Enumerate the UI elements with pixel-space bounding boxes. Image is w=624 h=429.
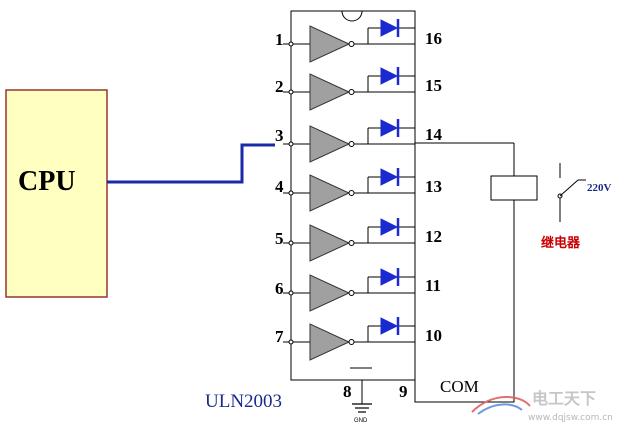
input-pin-5 [288, 240, 294, 246]
pin-label-15: 15 [425, 76, 442, 95]
watermark-url: www.dqjsw.com.cn [528, 413, 613, 423]
watermark-cn: 电工天下 [532, 389, 596, 408]
pin-label-7: 7 [275, 327, 284, 346]
input-pin-3 [288, 141, 294, 147]
buffer-triangle-3 [309, 125, 351, 163]
uln2003-chip [283, 10, 416, 381]
inverter-bubble-1 [348, 41, 355, 47]
diode-icon-7 [380, 317, 399, 335]
driver-channels [283, 19, 416, 380]
pin-label-16: 16 [425, 29, 442, 48]
relay-voltage: 220V [587, 182, 612, 194]
buffer-triangle-1 [309, 25, 351, 63]
relay-label: 继电器 [541, 235, 581, 251]
relay-coil [490, 175, 538, 201]
diode-icon-3 [380, 119, 399, 137]
watermark-logo-icon [471, 395, 531, 415]
left-pin-labels: 1 2 3 4 5 6 7 [275, 30, 284, 346]
buffer-triangle-6 [309, 274, 351, 312]
diode-icon-6 [380, 268, 399, 286]
cpu-label: CPU [18, 166, 76, 197]
right-pin-labels: 16 15 14 13 12 11 10 [425, 29, 443, 345]
input-pin-4 [288, 190, 294, 196]
relay-switch-icon [557, 163, 586, 222]
buffer-triangle-5 [309, 224, 351, 262]
pin-label-12: 12 [425, 227, 442, 246]
ground-icon [352, 403, 372, 413]
pin-label-14: 14 [425, 125, 443, 144]
inverter-bubble-6 [348, 290, 355, 296]
pin-label-10: 10 [425, 326, 442, 345]
site-watermark: 电工天下 www.dqjsw.com.cn [471, 389, 613, 423]
gnd-label: GND [354, 418, 368, 424]
buffer-triangle-4 [309, 174, 351, 212]
pin-label-13: 13 [425, 177, 442, 196]
pin-label-6: 6 [275, 279, 284, 298]
buffer-triangle-2 [309, 73, 351, 111]
inverter-bubble-5 [348, 240, 355, 246]
input-pin-2 [288, 89, 294, 95]
chip-name: ULN2003 [205, 391, 282, 412]
input-pin-6 [288, 290, 294, 296]
inverter-bubble-7 [348, 339, 355, 345]
pin-label-5: 5 [275, 229, 284, 248]
inverter-bubble-2 [348, 89, 355, 95]
diode-icon-1 [380, 19, 399, 37]
input-pin-7 [288, 339, 294, 345]
pin-8-gnd: 8 GND [343, 367, 372, 424]
buffer-triangle-7 [309, 323, 351, 361]
inverter-bubble-4 [348, 190, 355, 196]
relay-circuit: 220V 继电器 [415, 142, 612, 251]
chip-notch [341, 10, 363, 22]
cpu-block: CPU [5, 89, 108, 298]
com-wire [414, 157, 515, 403]
pin-label-1: 1 [275, 30, 284, 49]
pin-label-4: 4 [275, 177, 284, 196]
pin-label-2: 2 [275, 77, 284, 96]
pin-9-com: 9 COM [399, 157, 515, 403]
pin-label-9: 9 [399, 382, 408, 401]
pin-label-8: 8 [343, 382, 352, 401]
diode-icon-5 [380, 218, 399, 236]
inverter-bubble-3 [348, 141, 355, 147]
diode-icon-4 [380, 168, 399, 186]
cpu-signal-wire [107, 143, 275, 184]
diode-icon-2 [380, 67, 399, 85]
pin-label-11: 11 [425, 276, 441, 295]
cpu-box [5, 89, 108, 298]
pin-label-3: 3 [275, 126, 284, 145]
input-pin-1 [288, 41, 294, 47]
com-label: COM [440, 377, 479, 396]
